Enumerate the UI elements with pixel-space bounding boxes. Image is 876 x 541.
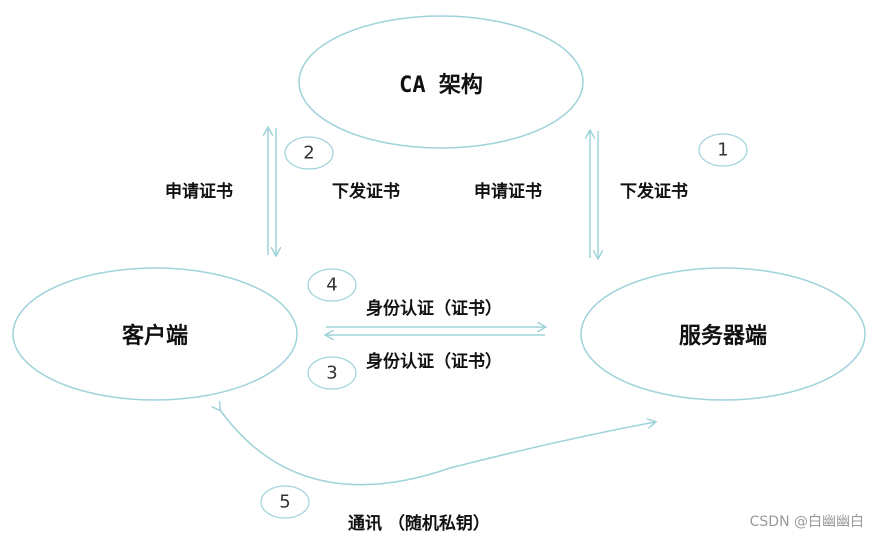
auth-bottom-label: 身份认证（证书） xyxy=(366,352,502,372)
step-circle-2 xyxy=(284,136,334,170)
client-label: 客户端 xyxy=(121,324,189,349)
client-ellipse xyxy=(12,267,298,401)
server-issue-label: 下发证书 xyxy=(620,182,688,202)
arrow-communicate xyxy=(220,410,655,486)
auth-top-label: 身份认证（证书） xyxy=(366,299,502,319)
watermark: CSDN @白幽幽白 xyxy=(749,514,864,530)
server-label: 服务器端 xyxy=(678,324,768,349)
step-number-5: 5 xyxy=(279,491,291,513)
client-issue-label: 下发证书 xyxy=(332,182,400,202)
server-request-label: 申请证书 xyxy=(474,182,542,202)
step-number-2: 2 xyxy=(303,142,315,164)
step-number-1: 1 xyxy=(717,139,729,161)
step-circle-5 xyxy=(260,485,310,519)
ca-label: CA 架构 xyxy=(399,73,483,98)
step-number-4: 4 xyxy=(326,274,338,296)
step-circle-4 xyxy=(307,268,357,302)
step-circle-1 xyxy=(698,133,748,167)
step-circle-3 xyxy=(307,356,357,390)
ca-ellipse xyxy=(298,15,584,149)
server-ellipse xyxy=(580,267,866,401)
communicate-label: 通讯 （随机私钥） xyxy=(348,514,490,534)
step-number-3: 3 xyxy=(326,362,338,384)
client-request-label: 申请证书 xyxy=(165,182,233,202)
